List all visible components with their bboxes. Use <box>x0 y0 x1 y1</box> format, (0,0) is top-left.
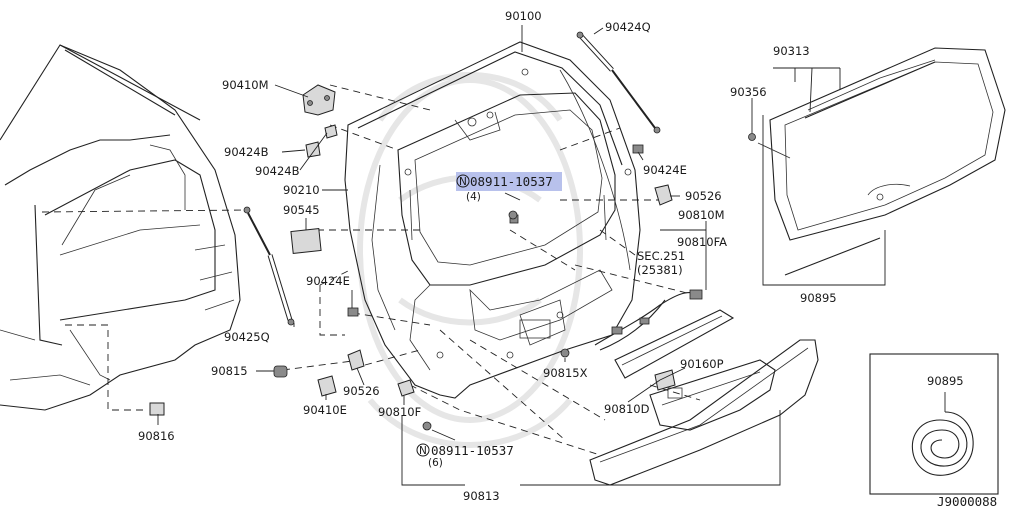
callout-90424b-b: 90424B <box>255 164 300 178</box>
bolt-quantity: (4) <box>466 191 481 203</box>
vehicle-rear-body <box>0 44 241 416</box>
callout-90815x: 90815X <box>543 366 588 380</box>
callout-90810m: 90810M <box>678 208 725 222</box>
callout-90424b-a: 90424B <box>224 145 269 159</box>
watermark-logo <box>357 72 583 448</box>
bumper-90810f <box>397 379 415 397</box>
bolt-callout-top: N 08911-10537 (4) <box>456 172 562 203</box>
callout-90410m: 90410M <box>222 78 269 92</box>
callout-90424q: 90424Q <box>605 20 651 34</box>
inset-panel <box>869 353 999 495</box>
callout-90810f: 90810F <box>378 405 421 419</box>
stopper-90815 <box>273 365 288 378</box>
callout-90313: 90313 <box>773 44 810 58</box>
callout-90425q: 90425Q <box>224 330 270 344</box>
callout-leaders <box>157 25 781 486</box>
callout-90210: 90210 <box>283 183 320 197</box>
callout-90895-top: 90895 <box>800 291 837 305</box>
callout-90816: 90816 <box>138 429 175 443</box>
rear-window-glass <box>748 47 1006 276</box>
bolt-callout-bottom: N 08911-10537 (6) <box>416 443 514 469</box>
callout-90545: 90545 <box>283 203 320 217</box>
finisher-upper <box>614 309 735 379</box>
hinge-upper <box>302 84 338 158</box>
bolt-part-number: 08911-10537 <box>431 443 514 458</box>
callout-90810fa: 90810FA <box>677 235 727 249</box>
bolt-quantity: (6) <box>428 457 443 469</box>
callout-90424e-left: 90424E <box>306 274 350 288</box>
callout-90813: 90813 <box>463 489 500 503</box>
callout-90160p: 90160P <box>680 357 724 371</box>
bracket-right <box>654 184 673 206</box>
bolt-symbol: N <box>419 445 427 457</box>
callout-90526-right: 90526 <box>685 189 722 203</box>
callout-sec251: SEC.251 <box>637 249 685 263</box>
callout-90815: 90815 <box>211 364 248 378</box>
gas-strut-left <box>243 206 295 326</box>
clip-90815x <box>560 348 570 358</box>
nut-top <box>508 210 518 220</box>
callout-90356: 90356 <box>730 85 767 99</box>
circle-n-icon <box>416 443 430 457</box>
circle-n-icon <box>456 174 470 188</box>
bolt-part-number: 08911-10537 <box>470 174 553 189</box>
callout-90100: 90100 <box>505 9 542 23</box>
callout-90410e: 90410E <box>303 403 347 417</box>
wiring-harness <box>594 289 703 351</box>
hinge-lower-90410e <box>317 375 337 397</box>
bolt-callout-highlight <box>456 172 562 191</box>
reference-code: J9000088 <box>937 494 997 509</box>
callout-90424e-right: 90424E <box>643 163 687 177</box>
callout-90526-left: 90526 <box>343 384 380 398</box>
bolt-symbol: N <box>459 176 467 188</box>
callout-90895-inset: 90895 <box>927 374 964 388</box>
callout-25381: (25381) <box>637 263 683 277</box>
callout-90810d: 90810D <box>604 402 650 416</box>
dashed-leaders <box>282 84 701 456</box>
bolt-left <box>347 307 359 317</box>
bracket-left <box>347 349 365 371</box>
nut-bottom <box>422 421 432 431</box>
bolt-right <box>632 144 644 154</box>
gas-strut-right <box>576 31 661 134</box>
label-plate <box>290 228 322 254</box>
